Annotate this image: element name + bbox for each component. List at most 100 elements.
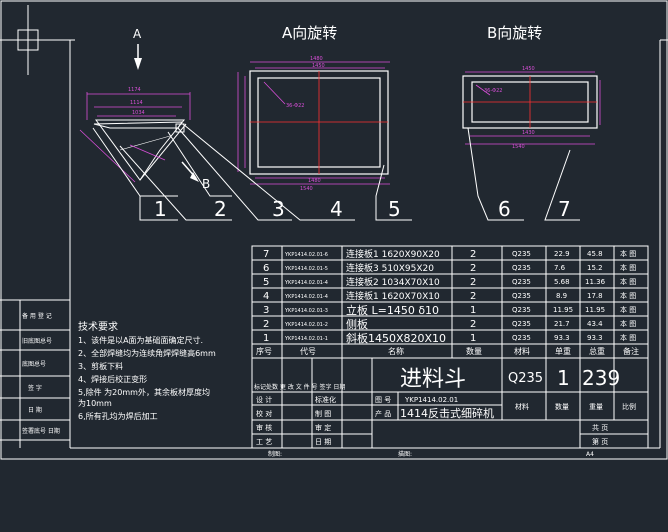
svg-text:15.2: 15.2 bbox=[587, 264, 603, 272]
dim-a-1450: 1450 bbox=[312, 63, 325, 69]
tb-mid-label-1: 标准化 bbox=[315, 395, 336, 404]
product-name: 1414反击式细碎机 bbox=[400, 406, 494, 420]
drawing-no: YKP1414.02.01 bbox=[404, 396, 458, 404]
svg-text:Q235: Q235 bbox=[512, 250, 531, 258]
dim-b-1430: 1430 bbox=[522, 130, 535, 136]
svg-text:本 图: 本 图 bbox=[620, 249, 636, 258]
svg-text:YKP1414.02.01-6: YKP1414.02.01-6 bbox=[284, 252, 328, 258]
sheet-border bbox=[0, 0, 668, 460]
bom-row: 5 YKP1414.02.01-4 连接板2 1034X70X10 2 Q235… bbox=[263, 276, 636, 288]
svg-text:6: 6 bbox=[263, 263, 269, 274]
footer-copy: 制图: bbox=[268, 450, 282, 458]
bom-row: 6 YKP1414.02.01-5 连接板3 510X95X20 2 Q235 … bbox=[263, 262, 636, 274]
left-label-2: 旧底图总号 bbox=[22, 337, 52, 345]
svg-text:本 图: 本 图 bbox=[620, 291, 636, 300]
bom-table-grid bbox=[251, 245, 649, 359]
svg-text:序号: 序号 bbox=[256, 346, 272, 356]
svg-text:93.3: 93.3 bbox=[587, 334, 603, 342]
svg-text:1: 1 bbox=[470, 333, 476, 344]
svg-text:YKP1414.02.01-5: YKP1414.02.01-5 bbox=[284, 266, 328, 272]
balloon-leaders bbox=[92, 123, 580, 221]
view-arrow-a: A bbox=[133, 27, 142, 70]
title-block-grid bbox=[251, 357, 649, 449]
svg-text:1: 1 bbox=[470, 305, 476, 316]
svg-text:22.9: 22.9 bbox=[554, 250, 570, 258]
svg-text:45.8: 45.8 bbox=[587, 250, 603, 258]
svg-text:立板 L=1450 δ10: 立板 L=1450 δ10 bbox=[346, 303, 439, 317]
svg-text:YKP1414.02.01-1: YKP1414.02.01-1 bbox=[284, 336, 328, 342]
rev-headers: 标记处数 更 改 文 件 号 签字 日期 bbox=[254, 383, 345, 391]
svg-text:93.3: 93.3 bbox=[554, 334, 570, 342]
svg-text:连接板1 1620X70X10: 连接板1 1620X70X10 bbox=[346, 290, 440, 302]
left-label-6: 签署底号 日期 bbox=[22, 427, 60, 435]
balloon-2: 2 bbox=[214, 197, 227, 221]
svg-text:11.95: 11.95 bbox=[585, 306, 605, 314]
balloon-3: 3 bbox=[272, 197, 285, 221]
svg-text:Q235: Q235 bbox=[512, 264, 531, 272]
tb-mid-label-4: 日 期 bbox=[315, 438, 331, 446]
tb-col-material: 材料 bbox=[515, 402, 529, 411]
left-label-1: 备 用 登 记 bbox=[22, 312, 52, 320]
left-label-5: 日 期 bbox=[28, 406, 42, 414]
svg-text:2: 2 bbox=[470, 263, 476, 274]
svg-text:数量: 数量 bbox=[466, 346, 482, 356]
svg-text:YKP1414.02.01-4: YKP1414.02.01-4 bbox=[284, 294, 328, 300]
svg-text:A: A bbox=[133, 27, 142, 41]
view-a-flange: 1480 1450 1480 1540 36-Φ22 bbox=[237, 56, 390, 192]
view-a-title: A向旋转 bbox=[282, 24, 337, 42]
svg-text:11.95: 11.95 bbox=[553, 306, 573, 314]
dim-a-1540: 1540 bbox=[300, 186, 313, 192]
tb-left-label-4: 工 艺 bbox=[256, 438, 272, 446]
svg-text:Q235: Q235 bbox=[512, 292, 531, 300]
part-weight: 239 bbox=[582, 366, 620, 390]
tb-left-label-3: 审 核 bbox=[256, 423, 272, 432]
svg-text:代号: 代号 bbox=[300, 346, 316, 356]
tb-col-scale: 比例 bbox=[622, 402, 636, 411]
tech-line-5: 5,除件 为20mm外，其余板材厚度均 bbox=[78, 387, 210, 397]
footer-copy2: 描图: bbox=[398, 450, 412, 458]
tb-mid-label-2: 制 图 bbox=[315, 409, 331, 418]
svg-text:YKP1414.02.01-4: YKP1414.02.01-4 bbox=[284, 280, 328, 286]
balloon-1: 1 bbox=[154, 197, 167, 221]
svg-text:Q235: Q235 bbox=[512, 306, 531, 314]
svg-text:单重: 单重 bbox=[555, 346, 571, 356]
dim-1034: 1034 bbox=[132, 110, 145, 116]
product-label: 产 品 bbox=[375, 409, 391, 418]
balloon-5: 5 bbox=[388, 197, 401, 221]
svg-text:侧板: 侧板 bbox=[346, 317, 368, 331]
svg-text:斜板1450X820X10: 斜板1450X820X10 bbox=[346, 331, 446, 345]
tech-line-4: 4、焊接后校正变形 bbox=[78, 374, 147, 384]
tech-line-2: 2、全部焊缝均为连续角焊焊缝高6mm bbox=[78, 348, 216, 358]
bom-row: 7 YKP1414.02.01-6 连接板1 1620X90X20 2 Q235… bbox=[263, 248, 636, 260]
svg-text:21.7: 21.7 bbox=[554, 320, 570, 328]
tech-line-7: 6,所有孔均为焊后加工 bbox=[78, 411, 158, 421]
svg-text:1: 1 bbox=[263, 333, 269, 344]
svg-text:备注: 备注 bbox=[623, 346, 639, 356]
drawing-no-label: 图 号 bbox=[375, 396, 391, 404]
bom-row: 1 YKP1414.02.01-1 斜板1450X820X10 1 Q235 9… bbox=[263, 331, 636, 345]
hole-note-a: 36-Φ22 bbox=[286, 103, 304, 109]
svg-text:2: 2 bbox=[470, 319, 476, 330]
svg-text:11.36: 11.36 bbox=[585, 278, 606, 286]
svg-text:2: 2 bbox=[470, 249, 476, 260]
svg-text:连接板2 1034X70X10: 连接板2 1034X70X10 bbox=[346, 276, 440, 288]
svg-text:本 图: 本 图 bbox=[620, 305, 636, 314]
svg-text:B: B bbox=[202, 177, 210, 191]
bom-row: 2 YKP1414.02.01-2 侧板 2 Q235 21.7 43.4 本 … bbox=[263, 317, 636, 331]
tech-line-6: 为10mm bbox=[78, 398, 112, 408]
footer-size: A4 bbox=[586, 451, 594, 458]
svg-text:Q235: Q235 bbox=[512, 278, 531, 286]
tb-left-label-2: 校 对 bbox=[256, 409, 272, 418]
svg-text:本 图: 本 图 bbox=[620, 333, 636, 342]
tech-title: 技术要求 bbox=[78, 320, 118, 333]
part-material: Q235 bbox=[508, 371, 543, 386]
svg-text:Q235: Q235 bbox=[512, 320, 531, 328]
svg-text:2: 2 bbox=[470, 291, 476, 302]
tb-left-label-1: 设 计 bbox=[256, 395, 272, 404]
svg-text:2: 2 bbox=[263, 319, 269, 330]
bom-row: 3 YKP1414.02.01-3 立板 L=1450 δ10 1 Q235 1… bbox=[263, 303, 636, 317]
svg-text:2: 2 bbox=[470, 277, 476, 288]
hole-note-b: 36-Φ22 bbox=[484, 88, 502, 94]
bom-header-row: 序号 代号 名称 数量 材料 单重 总重 备注 bbox=[256, 346, 639, 356]
